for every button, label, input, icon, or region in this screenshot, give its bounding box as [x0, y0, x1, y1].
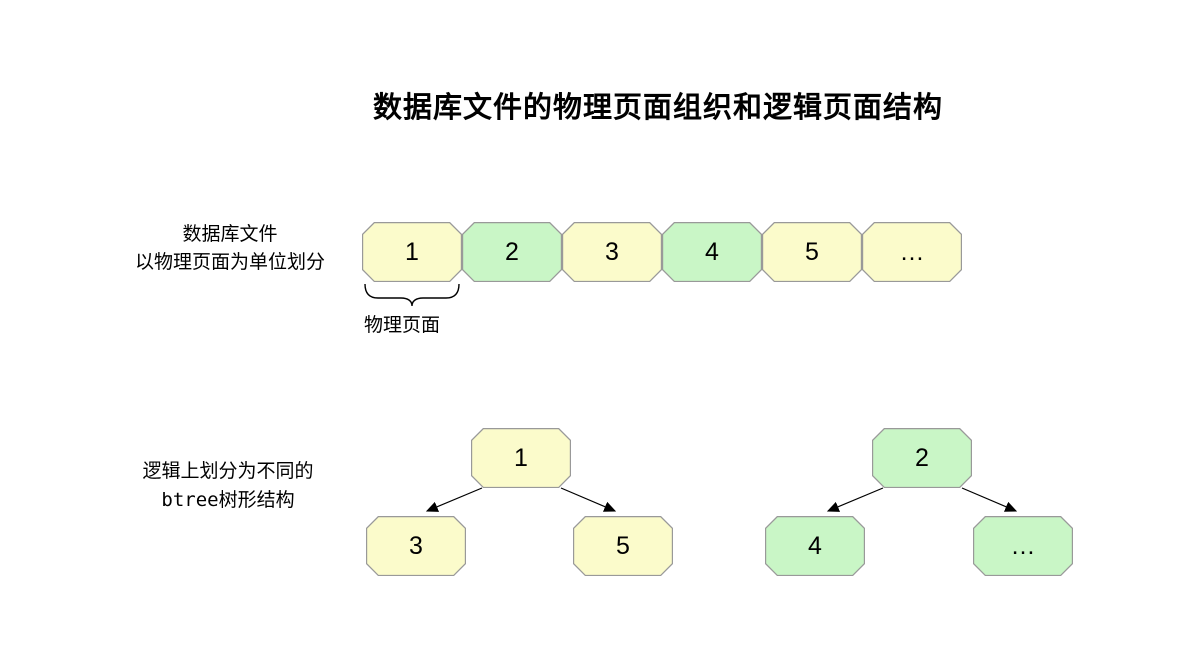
btree-text: btree [161, 489, 219, 511]
tree-node-fill [873, 429, 971, 487]
logical-label-line2-rest: 树形结构 [218, 490, 295, 511]
tree1-arrow-left [425, 487, 483, 512]
tree2-child-right: … [973, 516, 1073, 576]
page-box-label: 3 [605, 237, 619, 266]
page-box-label: 4 [705, 237, 719, 266]
page-box-label: 1 [405, 237, 419, 266]
page-box-fill [763, 223, 861, 281]
logical-label-line2: btree树形结构 [98, 486, 358, 515]
physical-label-line2: 以物理页面为单位划分 [134, 252, 325, 273]
tree-node-label: 3 [409, 531, 423, 560]
page-box-3: 3 [562, 222, 662, 282]
page-box-4: 4 [662, 222, 762, 282]
tree2-root-node: 2 [872, 428, 972, 488]
brace-icon [364, 283, 460, 307]
tree2-arrow-left [826, 487, 884, 512]
physical-section-label: 数据库文件 以物理页面为单位划分 [100, 221, 360, 277]
brace-label: 物理页面 [364, 315, 441, 336]
logical-label-line1: 逻辑上划分为不同的 [142, 461, 314, 482]
tree2-child-left: 4 [765, 516, 865, 576]
tree-node-label: 4 [808, 531, 822, 560]
tree-node-fill [974, 517, 1072, 575]
page-box-2: 2 [462, 222, 562, 282]
page-box-fill [863, 223, 961, 281]
page-box-fill [463, 223, 561, 281]
tree1-child-right: 5 [573, 516, 673, 576]
page-box-fill [563, 223, 661, 281]
physical-label-line1: 数据库文件 [182, 224, 278, 245]
tree1-child-left: 3 [366, 516, 466, 576]
tree-node-fill [766, 517, 864, 575]
tree-node-fill [367, 517, 465, 575]
tree-node-label: 5 [616, 531, 630, 560]
tree1-arrow-right [560, 487, 617, 512]
page-box-ellipsis: … [862, 222, 962, 282]
tree-node-fill [472, 429, 570, 487]
tree2-arrow-right [961, 487, 1018, 512]
tree-node-label: 1 [514, 443, 528, 472]
tree1-root-node: 1 [471, 428, 571, 488]
page-box-label: 5 [805, 237, 819, 266]
tree-node-label: 2 [915, 443, 929, 472]
page-box-5: 5 [762, 222, 862, 282]
page-box-fill [663, 223, 761, 281]
page-box-fill [363, 223, 461, 281]
page-box-label: 2 [505, 237, 519, 266]
page-title: 数据库文件的物理页面组织和逻辑页面结构 [372, 92, 944, 124]
logical-section-label: 逻辑上划分为不同的 btree树形结构 [98, 458, 358, 515]
tree-node-fill [574, 517, 672, 575]
tree-node-label: … [1010, 531, 1036, 560]
page-box-1: 1 [362, 222, 462, 282]
page-box-label: … [899, 237, 925, 266]
